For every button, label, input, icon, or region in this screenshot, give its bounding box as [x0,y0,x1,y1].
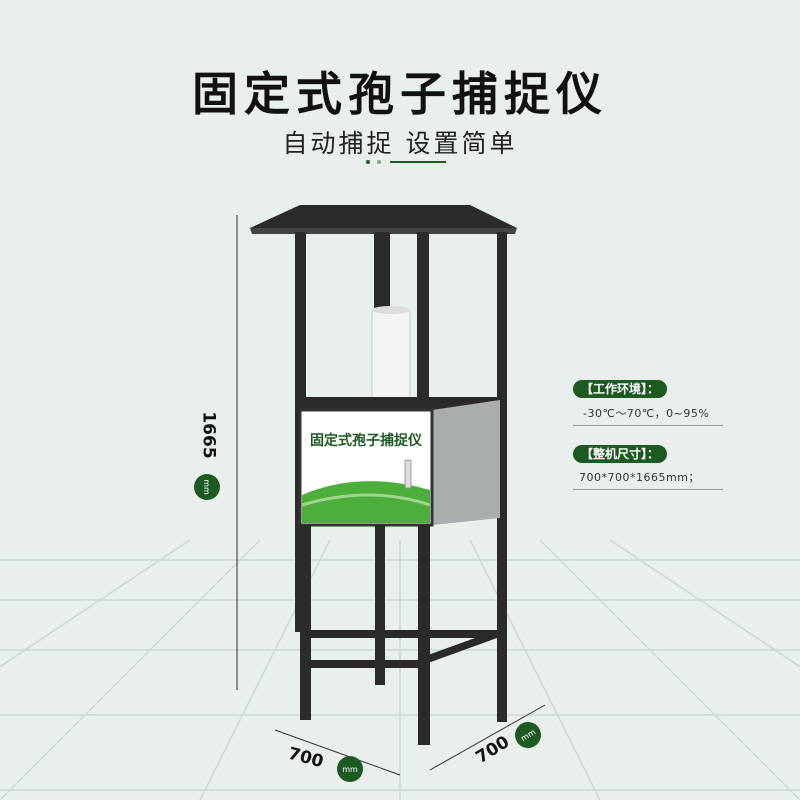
width-unit-badge: mm [337,756,363,782]
device-panel-label: 固定式孢子捕捉仪 [310,433,422,449]
spec-value: -30℃～70℃，0~95% [583,407,710,420]
spec-divider [573,489,723,490]
page-subtitle: 自动捕捉 设置简单 [282,129,518,158]
height-unit-badge: mm [194,474,220,500]
spec-label: 【整机尺寸】： [573,445,668,463]
spec-size: 【整机尺寸】： 700*700*1665mm； [573,443,723,490]
spec-environment: 【工作环境】： -30℃～70℃，0~95% [573,378,723,426]
spec-value: 700*700*1665mm； [579,471,700,484]
page-title: 固定式孢子捕捉仪 [192,67,608,121]
title-divider [366,160,446,164]
spec-label: 【工作环境】： [573,380,668,398]
height-dimension: 1665 [198,411,219,459]
spec-divider [573,425,723,426]
